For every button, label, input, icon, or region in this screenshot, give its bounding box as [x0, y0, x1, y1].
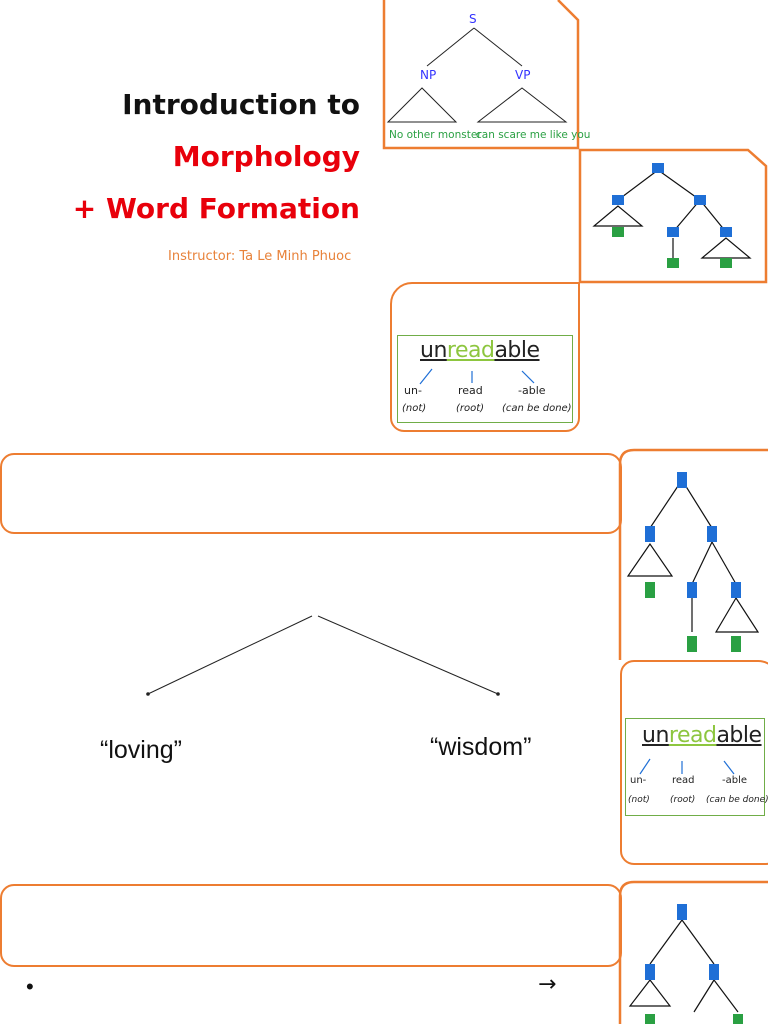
tree-vp-label: VP: [515, 68, 531, 82]
part-gloss-un-2: (not): [628, 795, 650, 805]
part-form-able: -able: [518, 384, 546, 397]
tree-np-label: NP: [420, 68, 437, 82]
word-prefix-2: un: [642, 723, 669, 748]
word-card: unreadable un- read -able (not) (root) (…: [397, 335, 573, 423]
part-form-un-2: un-: [630, 775, 647, 786]
part-form-read: read: [458, 384, 483, 397]
part-gloss-read-2: (root): [670, 795, 696, 805]
branch-diagram: [146, 615, 500, 696]
title-line-3: + Word Formation: [72, 192, 360, 225]
part-gloss-un: (not): [402, 403, 427, 414]
word-card-arrows: [419, 368, 535, 385]
node-tree-diagram: [578, 148, 768, 284]
word-suffix: able: [494, 338, 540, 363]
word-loving: “loving”: [100, 736, 182, 764]
part-form-able-2: -able: [722, 775, 748, 786]
title-line-2: Morphology: [172, 140, 360, 173]
node-tree-diagram-3: [618, 880, 768, 1024]
word-root: read: [446, 338, 495, 363]
instructor-name: Instructor: Ta Le Minh Phuoc: [168, 249, 352, 264]
part-gloss-read: (root): [456, 403, 485, 414]
slide-2-title-box: [0, 453, 622, 534]
bullet-point: •: [26, 974, 34, 999]
part-form-read-2: read: [672, 775, 695, 786]
tree-np-phrase: No other monster: [389, 129, 482, 141]
part-gloss-able-2: (can be done): [706, 795, 768, 805]
syntax-tree-frame: [382, 0, 580, 150]
part-form-un: un-: [404, 384, 422, 397]
node-tree-diagram-2: [618, 448, 768, 660]
word-card-2-word: unreadable: [642, 723, 762, 748]
word-card-2: unreadable un- read -able (not) (root) (…: [625, 718, 768, 816]
tree-vp-phrase: can scare me like you: [476, 129, 591, 141]
slide-3-title-box: [0, 884, 622, 967]
word-suffix-2: able: [716, 723, 762, 748]
title-line-1: Introduction to: [122, 88, 360, 121]
word-prefix: un: [420, 338, 447, 363]
part-gloss-able: (can be done): [502, 403, 572, 414]
word-card-word: unreadable: [420, 338, 540, 363]
word-root-2: read: [668, 723, 717, 748]
arrow-right-icon: →: [538, 972, 557, 997]
word-wisdom: “wisdom”: [430, 733, 532, 761]
tree-root-label: S: [469, 12, 477, 26]
word-card-2-arrows: [639, 758, 735, 775]
